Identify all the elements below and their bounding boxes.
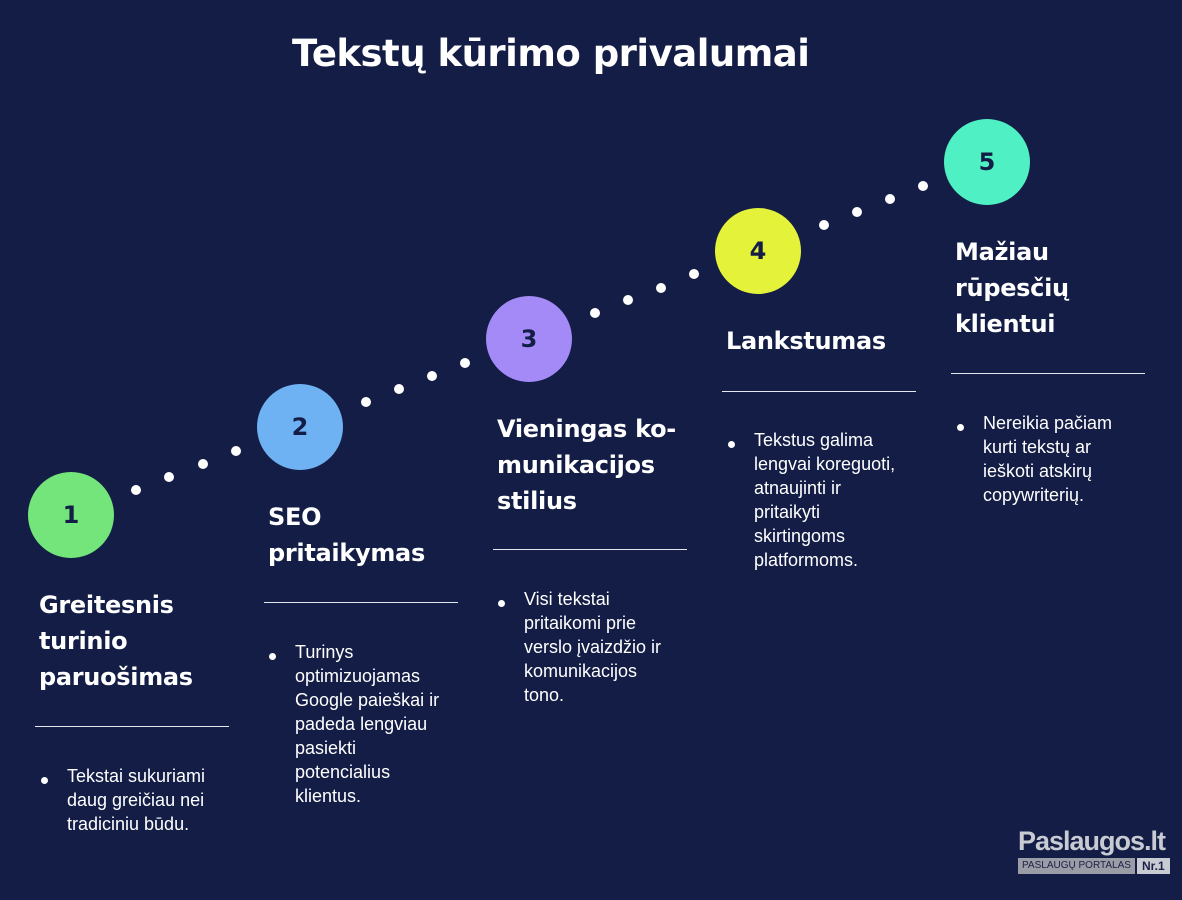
step-description-line: pasiekti bbox=[295, 738, 357, 758]
step-description-line: Tekstus galima bbox=[754, 430, 874, 450]
step-number-circle: 1 bbox=[28, 472, 114, 558]
step-description-line: atnaujinti ir bbox=[754, 478, 842, 498]
step-title-line: Mažiau bbox=[955, 238, 1049, 266]
logo-subtitle: PASLAUGŲ PORTALAS bbox=[1018, 858, 1135, 874]
step-description: Tekstai sukuriami daug greičiau nei tradic… bbox=[67, 764, 205, 836]
step-description-line: daug greičiau nei bbox=[67, 790, 205, 810]
step-number: 4 bbox=[749, 237, 767, 265]
step-description: Nereikia pačiam kurti tekstų ar ieškoti at… bbox=[983, 411, 1112, 507]
step-number: 3 bbox=[520, 325, 538, 353]
step-description-line: copywriterių. bbox=[983, 485, 1085, 505]
step-title-line: SEO bbox=[268, 503, 322, 531]
path-dot bbox=[885, 194, 895, 204]
path-dot bbox=[394, 384, 404, 394]
step-description-line: skirtingoms bbox=[754, 526, 846, 546]
path-dot bbox=[590, 308, 600, 318]
step-number: 2 bbox=[291, 413, 309, 441]
step-number: 5 bbox=[978, 148, 996, 176]
step-description-line: komunikacijos bbox=[524, 661, 638, 681]
step-description-line: verslo įvaizdžio ir bbox=[524, 637, 662, 657]
step-description-line: potencialius bbox=[295, 762, 391, 782]
path-dot bbox=[819, 220, 829, 230]
path-dot bbox=[656, 283, 666, 293]
step-title-line: Lankstumas bbox=[726, 327, 886, 355]
step-description-line: Visi tekstai bbox=[524, 589, 610, 609]
step-description: Tekstus galima lengvai koreguoti, atnaujin… bbox=[754, 428, 895, 572]
step-description-line: tono. bbox=[524, 685, 565, 705]
step-title-line: pritaikymas bbox=[268, 539, 425, 567]
step-description-line: lengvai koreguoti, bbox=[754, 454, 896, 474]
path-dot bbox=[361, 397, 371, 407]
page-title: Tekstų kūrimo privalumai bbox=[292, 32, 810, 75]
step-title: Mažiau rūpesčių klientui bbox=[955, 234, 1069, 342]
step-description-line: pritaikomi prie bbox=[524, 613, 637, 633]
step-description-line: pritaikyti bbox=[754, 502, 821, 522]
step-description-line: ieškoti atskirų bbox=[983, 461, 1093, 481]
step-title: SEO pritaikymas bbox=[268, 499, 425, 571]
path-dot bbox=[164, 472, 174, 482]
path-dot bbox=[689, 269, 699, 279]
path-dot bbox=[852, 207, 862, 217]
path-dot bbox=[460, 358, 470, 368]
path-dot bbox=[131, 485, 141, 495]
bullet-icon bbox=[269, 653, 276, 660]
step-description-line: Turinys bbox=[295, 642, 354, 662]
step-number-circle: 4 bbox=[715, 208, 801, 294]
step-divider bbox=[722, 391, 916, 392]
step-description: Visi tekstai pritaikomi prie verslo įvaizd… bbox=[524, 587, 661, 707]
logo-badge: Nr.1 bbox=[1136, 858, 1170, 874]
step-title-line: rūpesčių bbox=[955, 274, 1069, 302]
step-title-line: Greitesnis bbox=[39, 591, 174, 619]
path-dot bbox=[198, 459, 208, 469]
bullet-icon bbox=[41, 777, 48, 784]
path-dot bbox=[231, 446, 241, 456]
step-description-line: kurti tekstų ar bbox=[983, 437, 1092, 457]
step-title-line: paruošimas bbox=[39, 663, 193, 691]
logo-wordmark: Paslaugos.lt bbox=[1018, 826, 1166, 856]
bullet-icon bbox=[957, 424, 964, 431]
path-dot bbox=[427, 371, 437, 381]
step-description-line: optimizuojamas bbox=[295, 666, 421, 686]
step-description-line: padeda lengviau bbox=[295, 714, 428, 734]
step-divider bbox=[264, 602, 458, 603]
bullet-icon bbox=[498, 600, 505, 607]
step-divider bbox=[35, 726, 229, 727]
step-number-circle: 5 bbox=[944, 119, 1030, 205]
step-title-line: turinio bbox=[39, 627, 128, 655]
step-number-circle: 2 bbox=[257, 384, 343, 470]
path-dot bbox=[918, 181, 928, 191]
step-title: Greitesnis turinio paruošimas bbox=[39, 587, 193, 695]
step-number-circle: 3 bbox=[486, 296, 572, 382]
step-title-line: klientui bbox=[955, 310, 1056, 338]
path-dot bbox=[623, 295, 633, 305]
step-title-line: stilius bbox=[497, 487, 577, 515]
step-title-line: Vieningas ko- bbox=[497, 415, 676, 443]
step-description-line: tradiciniu būdu. bbox=[67, 814, 190, 834]
step-description-line: klientus. bbox=[295, 786, 362, 806]
step-number: 1 bbox=[62, 501, 80, 529]
step-description-line: platformoms. bbox=[754, 550, 859, 570]
step-description-line: Nereikia pačiam bbox=[983, 413, 1113, 433]
bullet-icon bbox=[728, 441, 735, 448]
step-description-line: Tekstai sukuriami bbox=[67, 766, 206, 786]
paslaugos-logo: Paslaugos.lt PASLAUGŲ PORTALAS Nr.1 bbox=[1018, 826, 1170, 874]
step-divider bbox=[493, 549, 687, 550]
step-title-line: munikacijos bbox=[497, 451, 655, 479]
step-title: Lankstumas bbox=[726, 323, 886, 359]
step-description-line: Google paieškai ir bbox=[295, 690, 440, 710]
step-divider bbox=[951, 373, 1145, 374]
step-title: Vieningas ko-munikacijos stilius bbox=[497, 411, 676, 519]
